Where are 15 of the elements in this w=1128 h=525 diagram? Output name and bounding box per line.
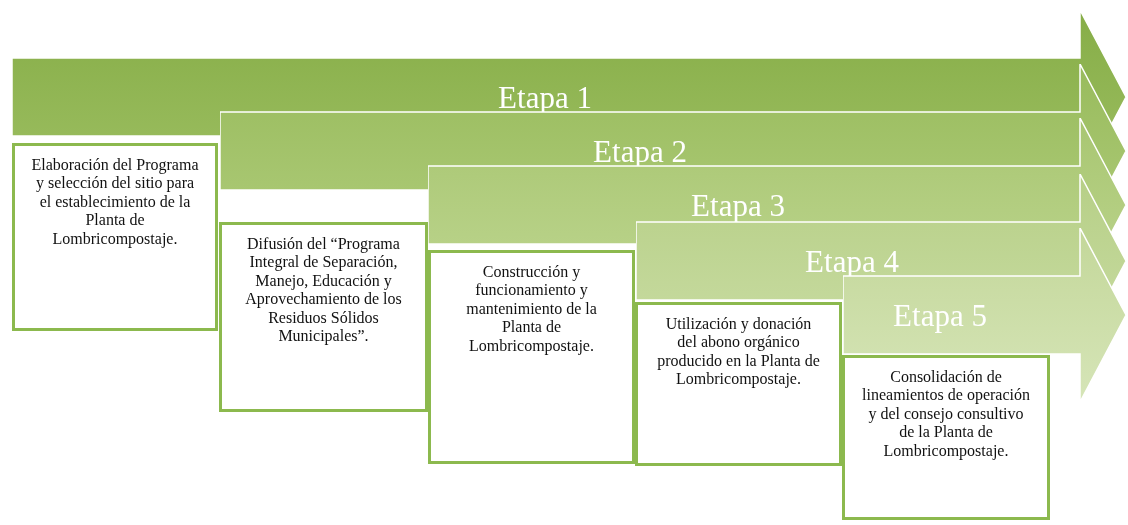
stage-description: Elaboración del Programa y selección del sitio para el establecimiento de la Planta de Lombricompostaje. [31,156,199,250]
stage-description: Difusión del “Programa Integral de Separación, Manejo, Educación y Aprovechamiento de los Residuos Sólidos Municipales”. [244,235,403,347]
stage-label: Etapa 2 [593,135,687,167]
stage-description: Utilización y donación del abono orgánico producido en la Planta de Lombricompostaje. [656,315,821,390]
stage-description-box [12,143,218,331]
stage-label: Etapa 5 [893,299,987,331]
stage-description-box [635,302,842,466]
stage-label: Etapa 3 [691,189,785,221]
stage-description-box [219,222,428,412]
stage-label: Etapa 4 [805,245,899,277]
stage-label: Etapa 1 [498,81,592,113]
stage-description-box [428,250,635,464]
stage-description: Construcción y funcionamiento y mantenimiento de la Planta de Lombricompostaje. [465,263,598,357]
stage-description-box [842,355,1050,520]
stage-description: Consolidación de lineamientos de operación y del consejo consultivo de la Planta de Lombricompostaje. [861,368,1031,462]
